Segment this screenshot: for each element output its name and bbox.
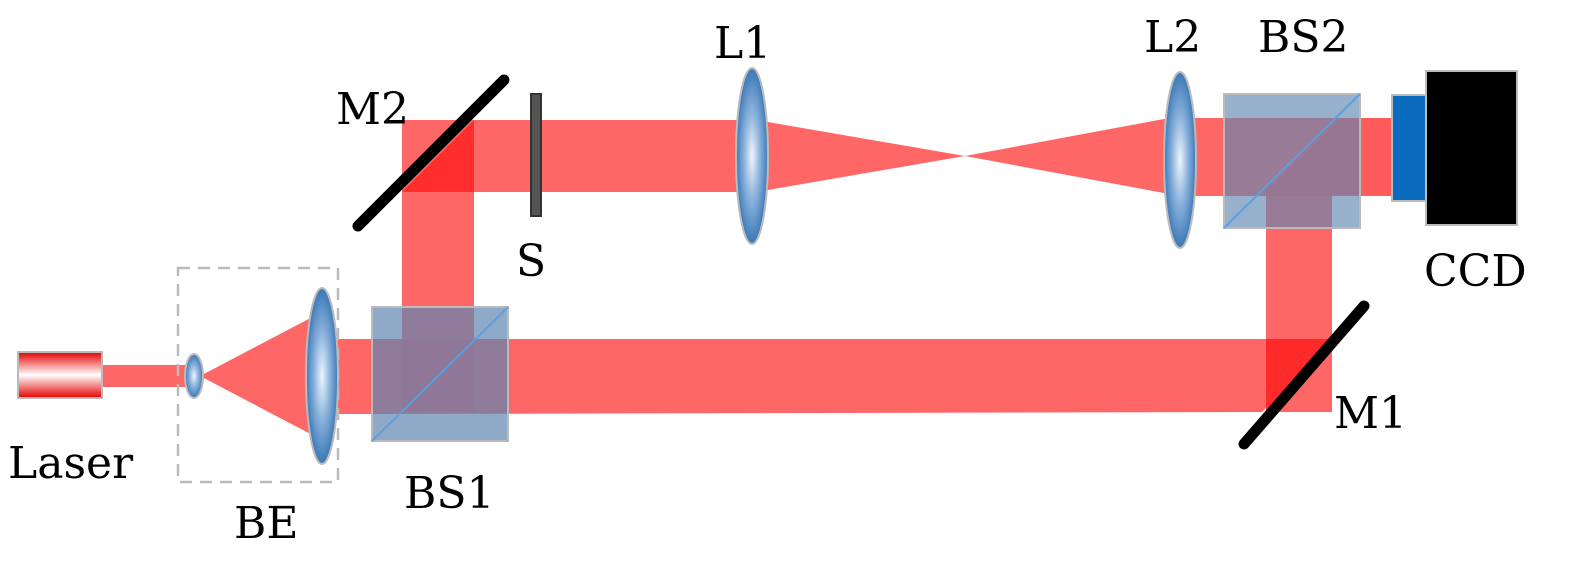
label-m2: M2	[336, 84, 409, 135]
mirror-m2	[352, 74, 510, 232]
label-laser: Laser	[8, 438, 134, 489]
ccd-window	[1391, 94, 1427, 202]
beam-l1-cone	[756, 120, 965, 192]
lens-l2-icon	[1163, 71, 1197, 249]
label-s: S	[516, 236, 546, 287]
beam-splitter-1	[371, 306, 509, 442]
beam-lower-arm	[374, 339, 1330, 414]
label-bs1: BS1	[404, 468, 494, 519]
label-be: BE	[234, 498, 298, 549]
laser-source	[17, 351, 103, 399]
ccd-camera	[1391, 70, 1518, 226]
label-m1: M1	[1334, 388, 1407, 439]
label-l2: L2	[1144, 12, 1201, 63]
label-bs2: BS2	[1258, 12, 1348, 63]
beam-l2-cone	[965, 116, 1180, 196]
label-l1: L1	[714, 18, 771, 69]
lens-l1-icon	[735, 67, 769, 245]
beam-splitter-2	[1223, 93, 1361, 229]
overlap-m2	[402, 120, 474, 192]
small-lens-icon	[184, 353, 204, 399]
ccd-body	[1425, 70, 1518, 226]
label-ccd: CCD	[1424, 246, 1527, 297]
large-lens-icon	[305, 287, 339, 465]
mirror-m1	[1238, 300, 1370, 450]
beam-laser-output	[100, 365, 192, 387]
beam-expander-cone	[200, 312, 322, 440]
shutter	[530, 93, 542, 217]
beam-top-arm	[474, 120, 756, 192]
